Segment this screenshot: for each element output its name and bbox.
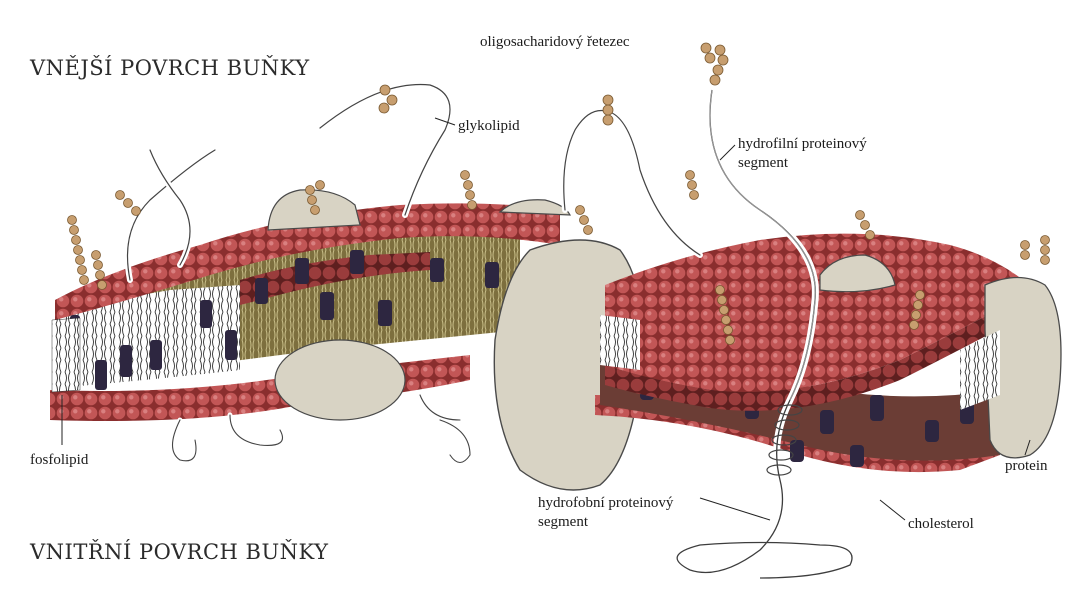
oligosaccharide-chain-label: oligosacharidový řetezec	[480, 34, 630, 51]
phospholipid-label: fosfolipid	[30, 452, 88, 469]
hydrophobic-segment-label: hydrofobní proteinový segment	[538, 494, 673, 532]
phospholipid-tails-center-face	[600, 315, 640, 370]
protein-label: protein	[1005, 458, 1048, 475]
outer-surface-label: VNĚJŠÍ POVRCH BUŇKY	[30, 56, 310, 80]
glycolipid-label: glykolipid	[458, 118, 520, 135]
phospholipid-tails-left-face	[52, 318, 80, 392]
hydrophilic-segment-label: hydrofilní proteinový segment	[738, 135, 867, 173]
protein-lower-left	[275, 340, 405, 420]
cholesterol-label: cholesterol	[908, 516, 974, 533]
protein-upper-mid	[500, 200, 570, 215]
inner-surface-label: VNITŘNÍ POVRCH BUŇKY	[30, 540, 329, 564]
